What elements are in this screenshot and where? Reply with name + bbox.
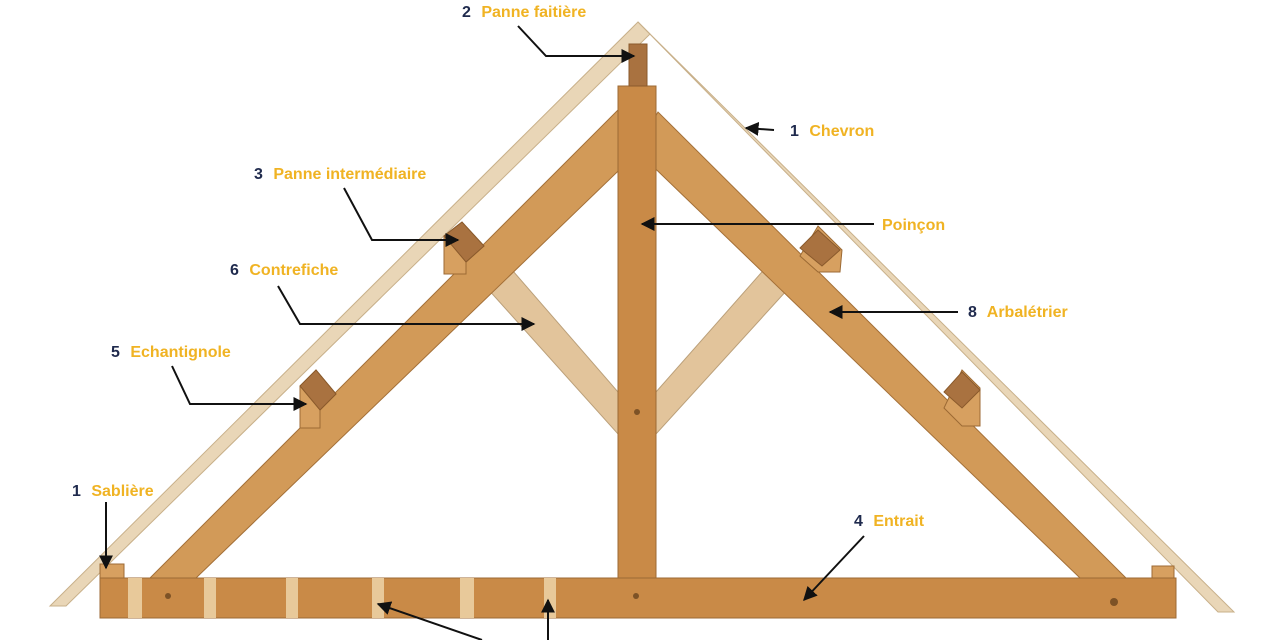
label-text: Arbalétrier — [987, 304, 1068, 321]
entrait-joint — [128, 578, 142, 618]
right-chevron — [637, 21, 1236, 613]
label-text: Entrait — [873, 513, 924, 530]
label-number: 6 — [230, 262, 239, 279]
label-number: 1 — [790, 123, 799, 140]
poincon-post — [617, 85, 657, 579]
arrow-chevron — [744, 121, 775, 136]
label-arbaletrier: 8 Arbalétrier — [968, 304, 1068, 321]
entrait-joint — [544, 578, 556, 618]
label-sabliere: 1 Sablière — [72, 483, 154, 500]
arrow-echantignole — [171, 365, 308, 411]
arrow-panne-faitiere — [517, 25, 636, 63]
label-text: Echantignole — [130, 344, 231, 361]
label-chevron: 1 Chevron — [790, 123, 874, 140]
label-text: Sablière — [91, 483, 153, 500]
label-number: 1 — [72, 483, 81, 500]
entrait-peg — [165, 593, 171, 599]
entrait-joint — [372, 578, 384, 618]
label-text: Panne intermédiaire — [273, 166, 426, 183]
label-text: Chevron — [809, 123, 874, 140]
label-text: Contrefiche — [249, 262, 338, 279]
label-entrait: 4 Entrait — [854, 513, 925, 530]
label-text: Poinçon — [882, 217, 945, 234]
left-echantignole-face — [299, 369, 337, 411]
label-poincon: Poinçon — [882, 217, 945, 234]
arrow-bottom-left — [376, 601, 483, 640]
right-echantignole-face — [943, 371, 981, 409]
right-panne-intermediaire-face — [799, 229, 841, 267]
entrait-joint — [460, 578, 474, 618]
poincon-peg — [634, 409, 640, 415]
panne-faitiere-block — [628, 43, 648, 87]
label-panne-intermediaire: 3 Panne intermédiaire — [254, 166, 426, 183]
label-number: 8 — [968, 304, 977, 321]
left-panne-intermediaire-face — [443, 221, 485, 263]
entrait-joint — [204, 578, 216, 618]
label-number: 3 — [254, 166, 263, 183]
left-sabliere — [99, 563, 125, 579]
entrait-peg — [633, 593, 639, 599]
arrow-contrefiche — [277, 285, 536, 331]
arrow-entrait — [803, 535, 865, 602]
entrait-peg — [1110, 598, 1118, 606]
label-number: 4 — [854, 513, 863, 530]
label-number: 5 — [111, 344, 120, 361]
label-text: Panne faitière — [481, 4, 586, 21]
right-sabliere — [1151, 565, 1175, 579]
label-contrefiche: 6 Contrefiche — [230, 262, 338, 279]
label-echantignole: 5 Echantignole — [111, 344, 231, 361]
entrait-joint — [286, 578, 298, 618]
left-chevron — [48, 21, 651, 607]
label-panne-faitiere: 2 Panne faitière — [462, 4, 586, 21]
label-number: 2 — [462, 4, 471, 21]
arrow-panne-intermediaire — [343, 187, 460, 247]
